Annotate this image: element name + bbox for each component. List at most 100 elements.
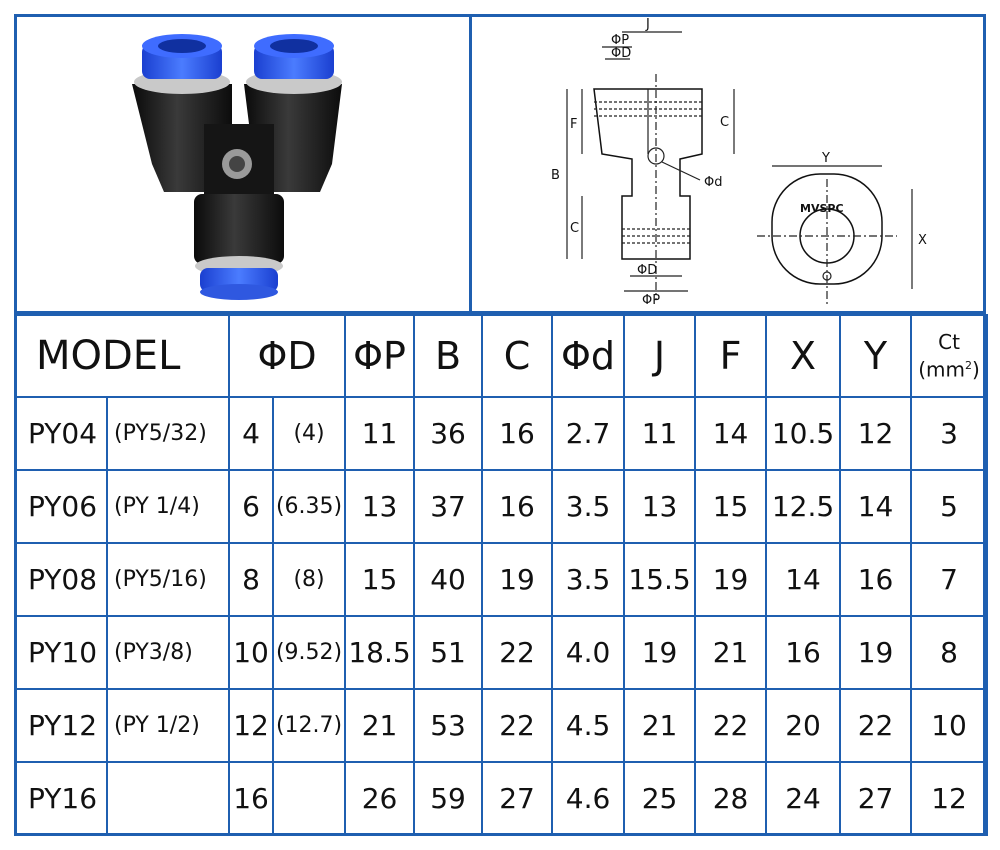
dim-label-y: Y [821,151,830,166]
cell-p: 26 [344,761,416,836]
table-row: PY16 16 26 59 27 4.6 25 28 24 27 12 [14,761,989,836]
header-phi-d: ΦD [228,314,347,398]
cell-c: 19 [481,542,554,617]
cell-p: 15 [344,542,416,617]
dimension-drawing-cell: J ΦP ΦD F C B C Φd ΦD ΦP Y X MVSPC [472,14,986,314]
header-j: J [623,314,697,398]
cell-j: 25 [623,761,697,836]
cell-x: 12.5 [765,469,842,544]
cell-alias: (PY3/8) [105,615,231,690]
cell-b: 40 [413,542,484,617]
cell-phid: 4.5 [551,688,626,763]
cell-ct: 5 [910,469,989,544]
cell-y: 14 [839,469,913,544]
dim-label-d: Φd [704,175,722,190]
dim-label-c-right: C [720,115,729,130]
header-ct-label: Ct [938,330,960,355]
table-row: PY10 (PY3/8) 10 (9.52) 18.5 51 22 4.0 19… [14,615,989,690]
cell-y: 12 [839,396,913,471]
cell-d: 12 [228,688,275,763]
header-y: Y [839,314,913,398]
cell-d-imperial: (8) [272,542,347,617]
cell-x: 14 [765,542,842,617]
cell-f: 14 [694,396,768,471]
cell-model: PY10 [14,615,108,690]
cell-j: 19 [623,615,697,690]
cell-ct: 8 [910,615,989,690]
cell-x: 24 [765,761,842,836]
cell-f: 22 [694,688,768,763]
cell-alias: (PY5/32) [105,396,231,471]
product-photo-cell [14,14,472,314]
spec-table: MODEL ΦD ΦP B C Φd J F X Y Ct (mm2) PY04… [13,314,989,836]
table-row: PY08 (PY5/16) 8 (8) 15 40 19 3.5 15.5 19… [14,542,989,617]
cell-phid: 3.5 [551,542,626,617]
product-photo [132,34,342,300]
header-ct: Ct (mm2) [910,314,989,398]
cell-f: 28 [694,761,768,836]
cell-j: 15.5 [623,542,697,617]
header-model: MODEL [13,314,231,398]
cell-c: 16 [481,396,554,471]
table-row: PY04 (PY5/32) 4 (4) 11 36 16 2.7 11 14 1… [14,396,989,471]
cell-phid: 3.5 [551,469,626,544]
cell-y: 19 [839,615,913,690]
dim-label-b: B [551,168,560,183]
cell-alias: (PY5/16) [105,542,231,617]
dim-label-c-left: C [570,221,579,236]
cell-c: 22 [481,688,554,763]
cell-b: 51 [413,615,484,690]
header-c: C [481,314,554,398]
dim-label-d-bottom: ΦD [637,263,657,278]
header-b: B [413,314,484,398]
header-phi-small-d: Φd [551,314,626,398]
cell-x: 16 [765,615,842,690]
cell-d-imperial: (12.7) [272,688,347,763]
cell-f: 15 [694,469,768,544]
brand-mark: MVSPC [800,202,844,215]
cell-d-imperial: (4) [272,396,347,471]
cell-ct: 10 [910,688,989,763]
cell-b: 37 [413,469,484,544]
dim-label-d-top: ΦD [611,46,631,61]
header-ct-close: ) [972,357,980,382]
cell-phid: 4.6 [551,761,626,836]
dim-label-p-bottom: ΦP [642,293,660,308]
cell-c: 16 [481,469,554,544]
cell-y: 22 [839,688,913,763]
cell-b: 59 [413,761,484,836]
table-header-row: MODEL ΦD ΦP B C Φd J F X Y Ct (mm2) [13,314,989,398]
header-ct-unit-line: (mm2) [913,354,985,382]
header-x: X [765,314,842,398]
cell-d-imperial: (9.52) [272,615,347,690]
header-f: F [694,314,768,398]
cell-x: 20 [765,688,842,763]
cell-ct: 3 [910,396,989,471]
cell-p: 18.5 [344,615,416,690]
cell-d-imperial [272,761,347,836]
cell-x: 10.5 [765,396,842,471]
cell-model: PY12 [14,688,108,763]
cell-d: 6 [228,469,275,544]
cell-model: PY06 [14,469,108,544]
cell-d-imperial: (6.35) [272,469,347,544]
header-phi-p: ΦP [344,314,416,398]
cell-p: 11 [344,396,416,471]
header-ct-unit: (mm [918,357,966,382]
table-row: PY12 (PY 1/2) 12 (12.7) 21 53 22 4.5 21 … [14,688,989,763]
dim-label-x: X [918,233,927,248]
cell-d: 10 [228,615,275,690]
cell-b: 53 [413,688,484,763]
dimension-drawing: J ΦP ΦD F C B C Φd ΦD ΦP Y X MVSPC [551,17,927,308]
cell-phid: 4.0 [551,615,626,690]
cell-c: 27 [481,761,554,836]
cell-ct: 12 [910,761,989,836]
cell-d: 8 [228,542,275,617]
cell-j: 13 [623,469,697,544]
table-row: PY06 (PY 1/4) 6 (6.35) 13 37 16 3.5 13 1… [14,469,989,544]
cell-d: 16 [228,761,275,836]
cell-j: 21 [623,688,697,763]
cell-f: 19 [694,542,768,617]
cell-ct: 7 [910,542,989,617]
dim-label-j: J [645,17,650,32]
